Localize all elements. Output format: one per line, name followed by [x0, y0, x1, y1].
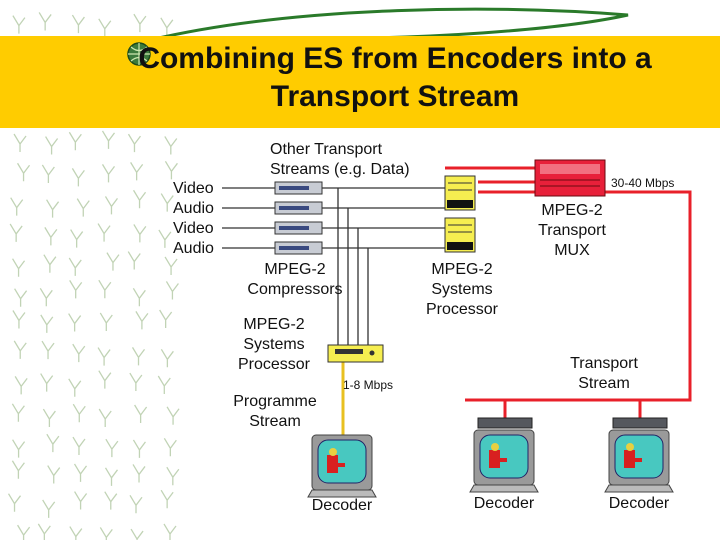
sys-proc-left-line-3: Processor	[237, 356, 311, 373]
systems-processor-left-label: MPEG-2 Systems Processor	[224, 315, 324, 375]
sys-proc-right-line-2: Systems	[431, 281, 493, 298]
title-line-1: Combining ES from Encoders into a	[138, 42, 652, 75]
input-label-video-1: Video	[173, 180, 214, 197]
page-title: Combining ES from Encoders into a Transp…	[60, 40, 720, 116]
mux-label: MPEG-2 Transport MUX	[522, 201, 622, 261]
other-ts-line-1: Other Transport	[270, 141, 383, 158]
signal-lines	[222, 187, 445, 345]
sys-proc-left-line-2: Systems	[243, 336, 305, 353]
programme-stream-line-2: Stream	[249, 413, 301, 430]
systems-processor-right-label: MPEG-2 Systems Processor	[410, 260, 514, 320]
transport-stream-line-1: Transport	[570, 355, 638, 372]
mux-line-3: MUX	[554, 242, 590, 259]
programme-rate-label: 1-8 Mbps	[343, 378, 394, 392]
other-ts-line-2: Streams (e.g. Data)	[270, 161, 410, 178]
sys-proc-left-line-1: MPEG-2	[243, 316, 305, 333]
input-label-audio-1: Audio	[173, 200, 214, 217]
compressors-line-2: Compressors	[247, 281, 343, 298]
decoder-label-1: Decoder	[311, 497, 373, 514]
title-band	[0, 36, 720, 128]
input-label-audio-2: Audio	[173, 240, 214, 257]
transport-stream-label: Transport Stream	[552, 354, 656, 394]
systems-processor-icon	[444, 175, 476, 253]
sys-proc-right-line-1: MPEG-2	[431, 261, 493, 278]
transport-stream-line-2: Stream	[578, 375, 630, 392]
set-top-box-icon	[477, 417, 668, 429]
compressors-line-1: MPEG-2	[264, 261, 326, 278]
title-line-2: Transport Stream	[270, 80, 520, 113]
input-labels: Video Audio Video Audio	[173, 179, 214, 259]
decoder-label-2: Decoder	[473, 495, 535, 512]
compressor-rack-icon	[274, 181, 323, 255]
logo-globe-icon	[127, 42, 151, 66]
mux-rate-label: 30-40 Mbps	[611, 176, 675, 190]
programme-stream-line-1: Programme	[233, 393, 317, 410]
systems-processor-icon	[327, 344, 384, 363]
programme-stream-label: Programme Stream	[218, 392, 332, 432]
decoder-monitor-icon	[307, 429, 674, 498]
mux-line-1: MPEG-2	[541, 202, 603, 219]
sys-proc-right-line-3: Processor	[425, 301, 499, 318]
transport-lines	[445, 166, 692, 420]
input-label-video-2: Video	[173, 220, 214, 237]
other-ts-label: Other Transport Streams (e.g. Data)	[270, 140, 410, 180]
compressors-label: MPEG-2 Compressors	[236, 260, 354, 300]
transport-mux-icon	[534, 159, 606, 197]
mux-line-2: Transport	[538, 222, 606, 239]
decoder-label-3: Decoder	[608, 495, 670, 512]
